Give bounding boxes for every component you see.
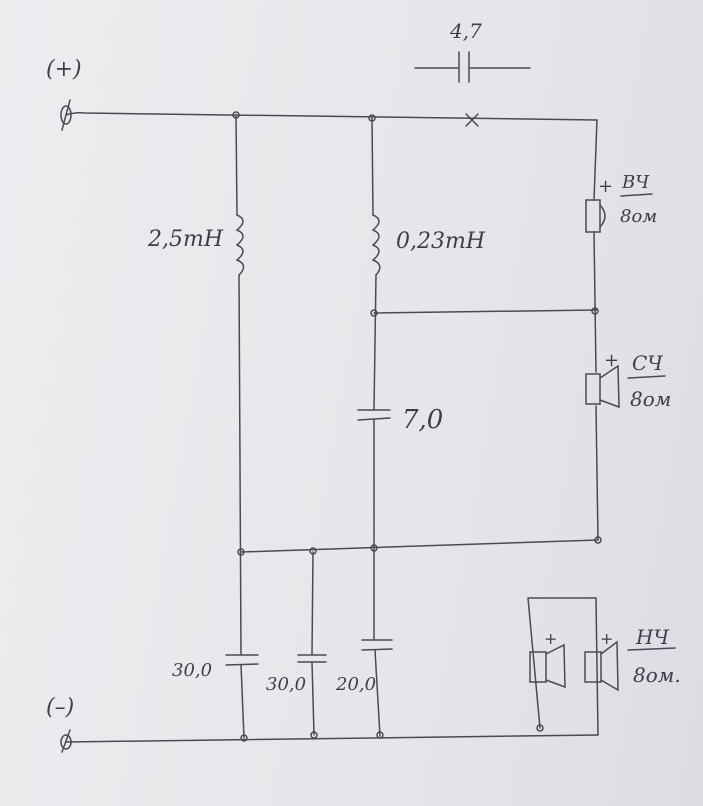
woofer-inductor-label: 2,5mH (147, 227, 224, 252)
capacitor-mid-icon (357, 409, 391, 421)
capacitor-woofer-3-icon (361, 639, 393, 651)
tweeter-impedance: 8ом (620, 206, 657, 227)
capacitor-woofer-2-icon (297, 654, 327, 663)
woofer-name: НЧ (635, 625, 669, 649)
top-capacitor-label: 4,7 (449, 19, 482, 43)
tweeter-icon (585, 199, 606, 233)
tweeter-polarity: + (598, 176, 613, 197)
inductor-mid-icon (371, 214, 381, 276)
woofer-cap-2-label: 30,0 (266, 674, 306, 695)
woofer-2-icon (584, 640, 619, 692)
mid-inductor-label: 0,23mH (396, 229, 486, 254)
junction-nodes (232, 111, 602, 742)
midrange-impedance: 8ом (630, 387, 671, 411)
mid-capacitor-label: 7,0 (402, 405, 443, 435)
cross-mark-icon (465, 113, 479, 127)
wires (65, 67, 599, 743)
inductor-woofer-icon (235, 214, 245, 276)
woofer-cap-1-label: 30,0 (172, 660, 212, 681)
woofer-2-polarity: + (600, 629, 613, 648)
woofer-1-polarity: + (544, 629, 557, 648)
capacitor-top-icon (458, 51, 470, 83)
midrange-polarity: + (604, 350, 619, 371)
terminal-plus-icon (60, 99, 72, 131)
fraction-bars (620, 193, 676, 651)
midrange-name: СЧ (632, 351, 663, 375)
minus-terminal-label: (–) (46, 695, 74, 720)
midrange-icon (585, 364, 620, 409)
tweeter-name: ВЧ (621, 172, 650, 193)
woofer-1-icon (529, 643, 566, 689)
terminal-minus-icon (60, 729, 72, 753)
woofer-cap-3-label: 20,0 (335, 674, 376, 695)
plus-terminal-label: (+) (46, 57, 82, 82)
woofer-impedance: 8ом. (633, 663, 681, 687)
capacitor-woofer-1-icon (225, 654, 259, 666)
